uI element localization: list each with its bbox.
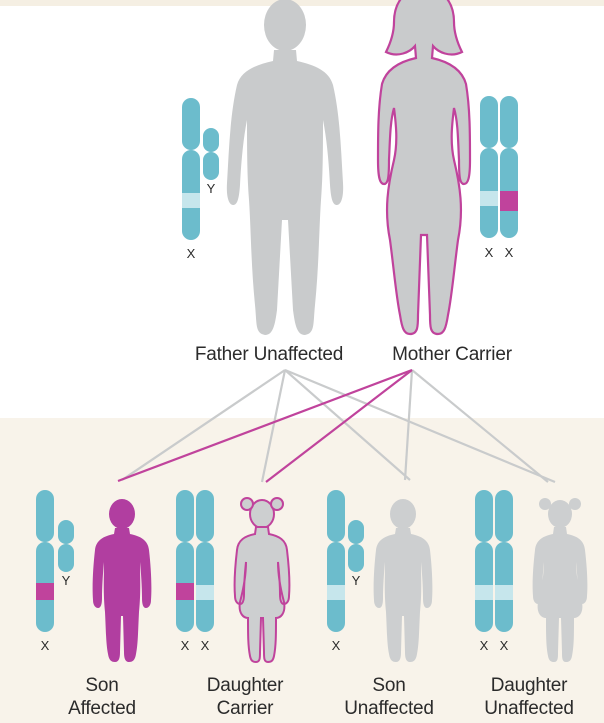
child-label-line2: Unaffected	[314, 697, 464, 720]
child-son-unaffected	[327, 490, 432, 662]
child-label-line2: Affected	[27, 697, 177, 720]
mutation-marker	[500, 191, 518, 211]
inheritance-lines	[118, 370, 555, 482]
chromosome-label: X	[201, 638, 210, 653]
father-label: Father Unaffected	[174, 343, 364, 366]
child-daughter-unaffected	[475, 490, 587, 662]
child-label-son-affected: Son Affected	[27, 674, 177, 720]
child-label-son-unaffected: Son Unaffected	[314, 674, 464, 720]
child-label-daughter-carrier: Daughter Carrier	[170, 674, 320, 720]
chromosome-label: X	[480, 638, 489, 653]
mother-unaffected-lines	[405, 370, 548, 482]
chromosome-label: Y	[62, 573, 71, 588]
child-son-affected	[36, 490, 151, 662]
mother-chromosomes	[480, 96, 518, 238]
chromosome-label: X	[41, 638, 50, 653]
mother-group	[378, 0, 518, 334]
child-label-line1: Son	[27, 674, 177, 697]
mutation-marker	[176, 583, 194, 600]
mutation-marker	[36, 583, 54, 600]
chromosome-label: Y	[207, 181, 216, 196]
chromosome-label: Y	[352, 573, 361, 588]
chromosome-label: X	[332, 638, 341, 653]
child-label-line1: Daughter	[454, 674, 604, 697]
mother-figure	[378, 0, 470, 334]
father-group	[182, 0, 343, 335]
father-figure	[227, 0, 343, 335]
child-label-line2: Carrier	[170, 697, 320, 720]
chromosome-label: X	[187, 246, 196, 261]
child-label-line1: Daughter	[170, 674, 320, 697]
father-chromosomes	[182, 98, 219, 240]
chromosome-label: X	[181, 638, 190, 653]
mother-label: Mother Carrier	[372, 343, 532, 366]
chromosome-label: X	[500, 638, 509, 653]
child-label-daughter-unaffected: Daughter Unaffected	[454, 674, 604, 720]
chromosome-label: X	[485, 245, 494, 260]
child-label-line1: Son	[314, 674, 464, 697]
child-daughter-carrier	[176, 490, 289, 662]
child-label-line2: Unaffected	[454, 697, 604, 720]
chromosome-label: X	[505, 245, 514, 260]
